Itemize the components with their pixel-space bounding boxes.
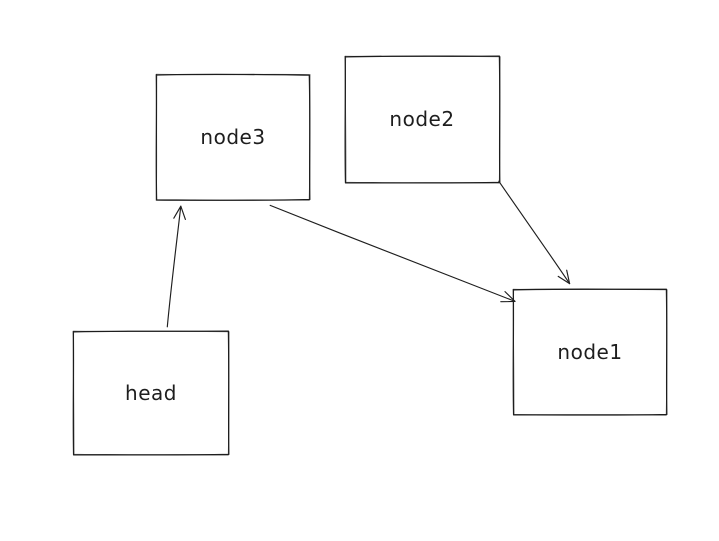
edge-node3-to-node1[interactable] xyxy=(269,204,516,303)
edge-head-node3-line xyxy=(166,205,182,328)
head-rect-sketch-pass xyxy=(72,330,230,456)
node-node1[interactable]: node1 xyxy=(512,288,668,416)
edge-node2-node1-line xyxy=(498,180,571,285)
edge-node2-node1-arrowhead-icon xyxy=(557,269,571,285)
head-label: head xyxy=(125,381,177,405)
node-node2[interactable]: node2 xyxy=(344,55,501,184)
edge-head-to-node3[interactable] xyxy=(166,205,186,328)
edge-node3-node1-line xyxy=(269,204,516,302)
edge-node3-node1-arrowhead-icon xyxy=(500,291,516,303)
node1-rect-sketch-pass xyxy=(512,288,668,416)
node-head[interactable]: head xyxy=(72,330,230,456)
node1-label: node1 xyxy=(557,340,622,364)
node3-label: node3 xyxy=(200,125,265,149)
node2-rect-sketch-pass xyxy=(344,55,501,184)
edge-node2-to-node1[interactable] xyxy=(498,180,571,285)
node3-rect-sketch-pass xyxy=(155,73,311,202)
node2-label: node2 xyxy=(389,107,454,131)
node-node3[interactable]: node3 xyxy=(155,73,311,202)
edge-head-node3-arrowhead-icon xyxy=(173,205,186,220)
